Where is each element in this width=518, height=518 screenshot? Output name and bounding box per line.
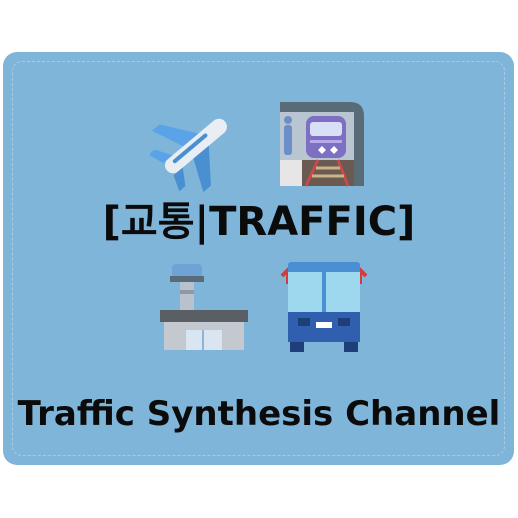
bus-icon [280,262,368,352]
channel-name: Traffic Synthesis Channel [17,394,501,434]
stitched-border [12,61,505,456]
airplane-icon [150,118,227,192]
channel-badge-card [3,52,514,465]
airport-tower-icon [160,264,248,350]
badge-title: [교통|TRAFFIC] [102,199,416,245]
train-station-icon [280,102,364,187]
